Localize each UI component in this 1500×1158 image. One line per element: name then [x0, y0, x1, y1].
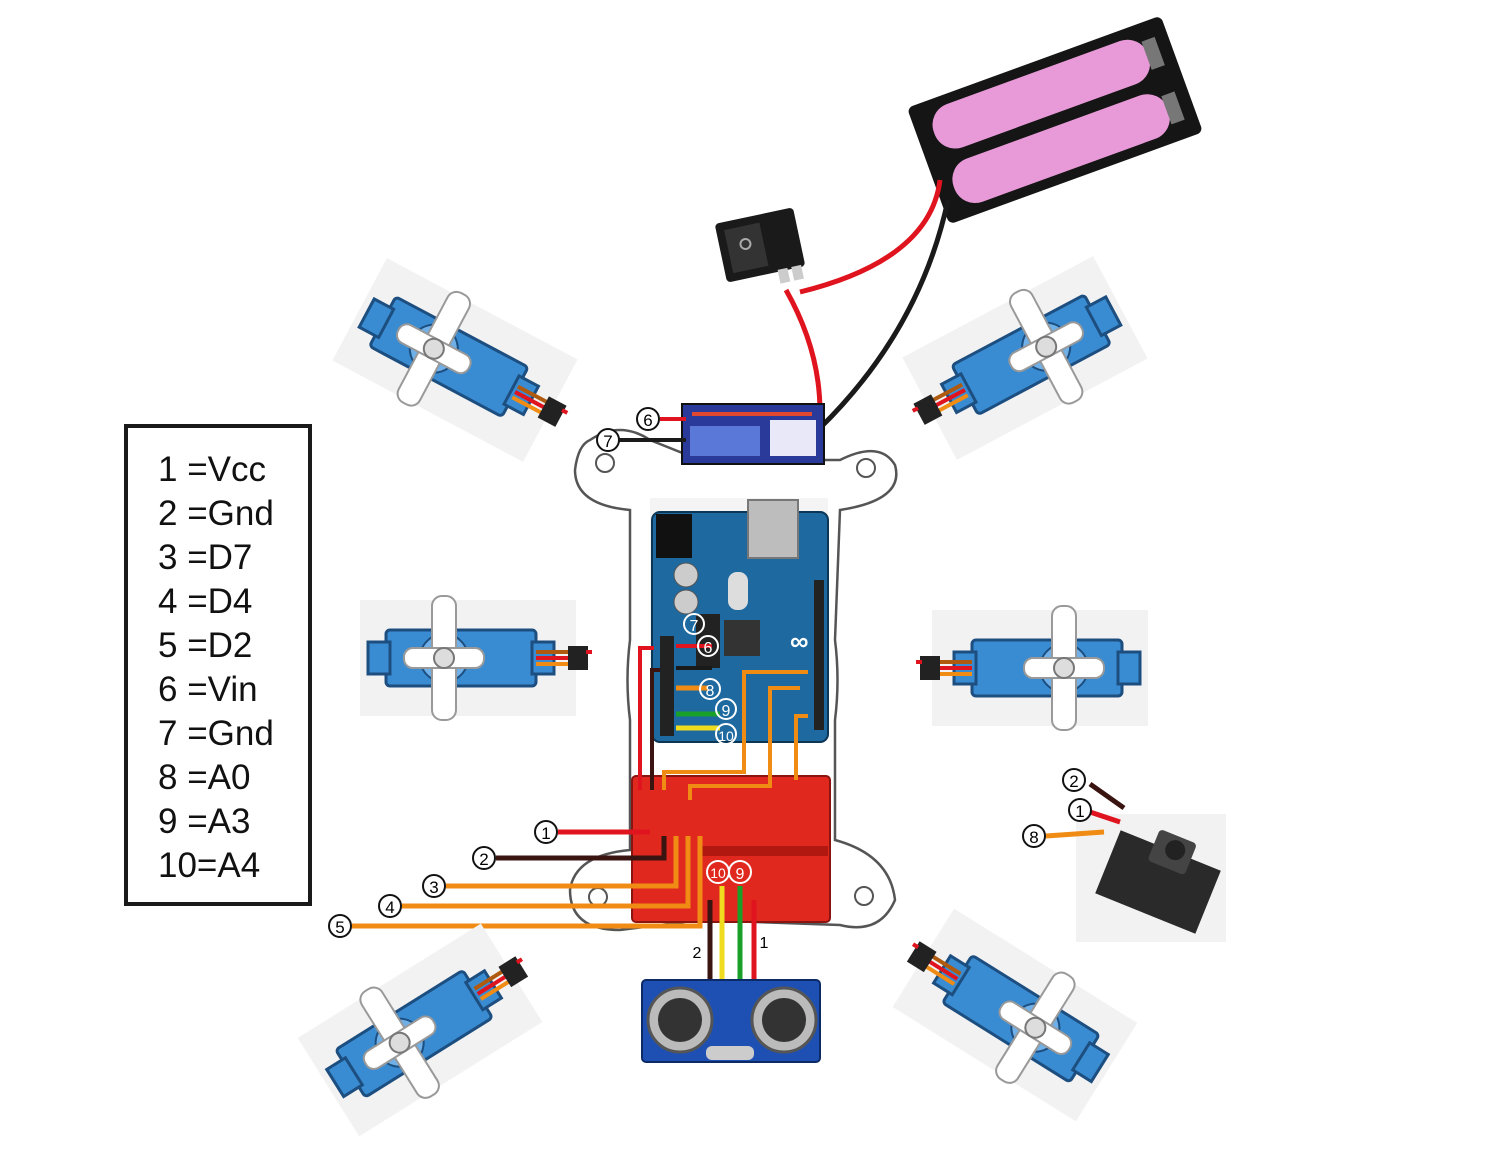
svg-text:6: 6	[704, 640, 713, 657]
arduino-board: ∞	[650, 498, 829, 743]
svg-text:1: 1	[1075, 802, 1084, 821]
marker-board-6: 6	[697, 635, 719, 657]
legend-item: 7 =Gnd	[158, 714, 274, 753]
legend-item: 1 =Vcc	[158, 450, 266, 489]
marker-1: 1	[534, 820, 558, 844]
svg-text:10: 10	[710, 865, 726, 881]
legend-item: 4 =D4	[158, 582, 253, 621]
marker-7: 7	[596, 428, 620, 452]
svg-text:10: 10	[718, 728, 734, 744]
voltage-regulator	[681, 403, 825, 465]
sensor-pin-left-label: 2	[693, 945, 702, 962]
marker-4: 4	[378, 894, 402, 918]
svg-text:9: 9	[722, 703, 731, 720]
marker-ir-8: 8	[1022, 824, 1046, 848]
legend-item: 3 =D7	[158, 538, 253, 577]
battery-pack	[908, 17, 1202, 223]
marker-breadboard-10: 10	[706, 860, 730, 884]
marker-breadboard-9: 9	[728, 860, 752, 884]
servo-mid-right	[914, 604, 1150, 732]
marker-board-9: 9	[715, 698, 737, 720]
pin-legend: 1 =Vcc 2 =Gnd 3 =D7 4 =D4 5 =D2 6 =Vin 7…	[124, 424, 312, 906]
svg-text:6: 6	[643, 411, 652, 430]
svg-text:9: 9	[736, 866, 745, 883]
marker-ir-2: 2	[1062, 768, 1086, 792]
svg-text:5: 5	[335, 918, 344, 937]
svg-text:7: 7	[690, 618, 699, 635]
svg-text:1: 1	[541, 824, 550, 843]
legend-item: 9 =A3	[158, 802, 251, 841]
ultrasonic-sensor	[641, 979, 821, 1063]
breadboard	[631, 775, 831, 923]
legend-item: 2 =Gnd	[158, 494, 274, 533]
marker-board-8: 8	[699, 678, 721, 700]
marker-6: 6	[636, 407, 660, 431]
marker-5: 5	[328, 914, 352, 938]
legend-item: 5 =D2	[158, 626, 253, 665]
svg-text:∞: ∞	[790, 626, 809, 656]
svg-text:2: 2	[479, 850, 488, 869]
ir-receiver-module	[1076, 814, 1226, 942]
svg-text:8: 8	[1029, 828, 1038, 847]
servo-mid-left	[358, 594, 594, 722]
marker-3: 3	[422, 874, 446, 898]
legend-item: 10=A4	[158, 846, 261, 885]
sensor-pin-right-label: 1	[760, 935, 769, 952]
servo-bottom-left	[293, 909, 561, 1142]
marker-board-10: 10	[715, 723, 737, 745]
marker-ir-1: 1	[1068, 798, 1092, 822]
power-switch	[715, 208, 805, 284]
svg-text:4: 4	[385, 898, 394, 917]
legend-item: 6 =Vin	[158, 670, 258, 709]
servo-top-right	[886, 253, 1149, 471]
legend-item: 8 =A0	[158, 758, 251, 797]
frame-plate	[568, 428, 898, 932]
svg-text:8: 8	[706, 683, 715, 700]
svg-text:3: 3	[429, 878, 438, 897]
svg-text:2: 2	[1069, 772, 1078, 791]
marker-2: 2	[472, 846, 496, 870]
svg-text:7: 7	[603, 432, 612, 451]
servo-top-left	[331, 255, 594, 473]
marker-board-7: 7	[683, 613, 705, 635]
